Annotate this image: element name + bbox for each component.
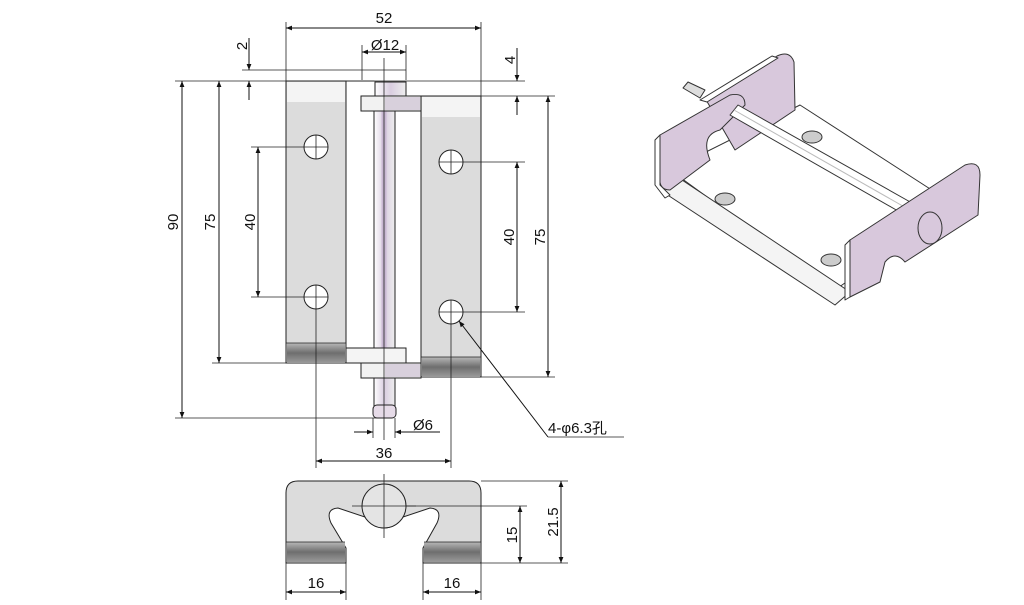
dim-pin-diameter: Ø6 xyxy=(413,417,433,434)
end-view: 21.5 15 16 16 xyxy=(285,474,568,600)
hole-right-top xyxy=(438,149,464,175)
mounting-holes xyxy=(303,134,464,325)
hinge-pin xyxy=(345,58,422,440)
dim-pin-center-height: 15 xyxy=(504,527,521,544)
dimensions-end: 21.5 15 16 16 xyxy=(285,480,568,600)
front-view: 52 Ø12 2 4 90 75 40 xyxy=(165,10,624,468)
dim-hole-spacing-right: 40 xyxy=(501,229,518,246)
dim-overall-depth: 21.5 xyxy=(545,507,562,536)
isometric-view xyxy=(654,53,981,306)
dim-overall-height: 90 xyxy=(165,214,182,231)
dim-leaf-width-left: 16 xyxy=(308,575,325,592)
dim-leaf-height-left: 75 xyxy=(202,214,219,231)
hole-right-bottom xyxy=(438,299,464,325)
dim-leaf-offset: 4 xyxy=(502,56,519,64)
dim-leaf-height-right: 75 xyxy=(532,229,549,246)
dim-width: 52 xyxy=(376,10,393,27)
dimensions-front: 52 Ø12 2 4 90 75 40 xyxy=(165,10,624,468)
dim-pin-head-diameter: Ø12 xyxy=(371,37,399,54)
hole-note: 4-φ6.3孔 xyxy=(548,420,607,437)
dim-leaf-width-right: 16 xyxy=(444,575,461,592)
dim-hole-spacing-left: 40 xyxy=(242,214,259,231)
pin-head xyxy=(917,211,943,245)
hole-left-bottom xyxy=(303,284,329,310)
dim-top-offset: 2 xyxy=(234,42,251,50)
hole-left-top xyxy=(303,134,329,160)
dim-hole-center-distance: 36 xyxy=(376,445,393,462)
